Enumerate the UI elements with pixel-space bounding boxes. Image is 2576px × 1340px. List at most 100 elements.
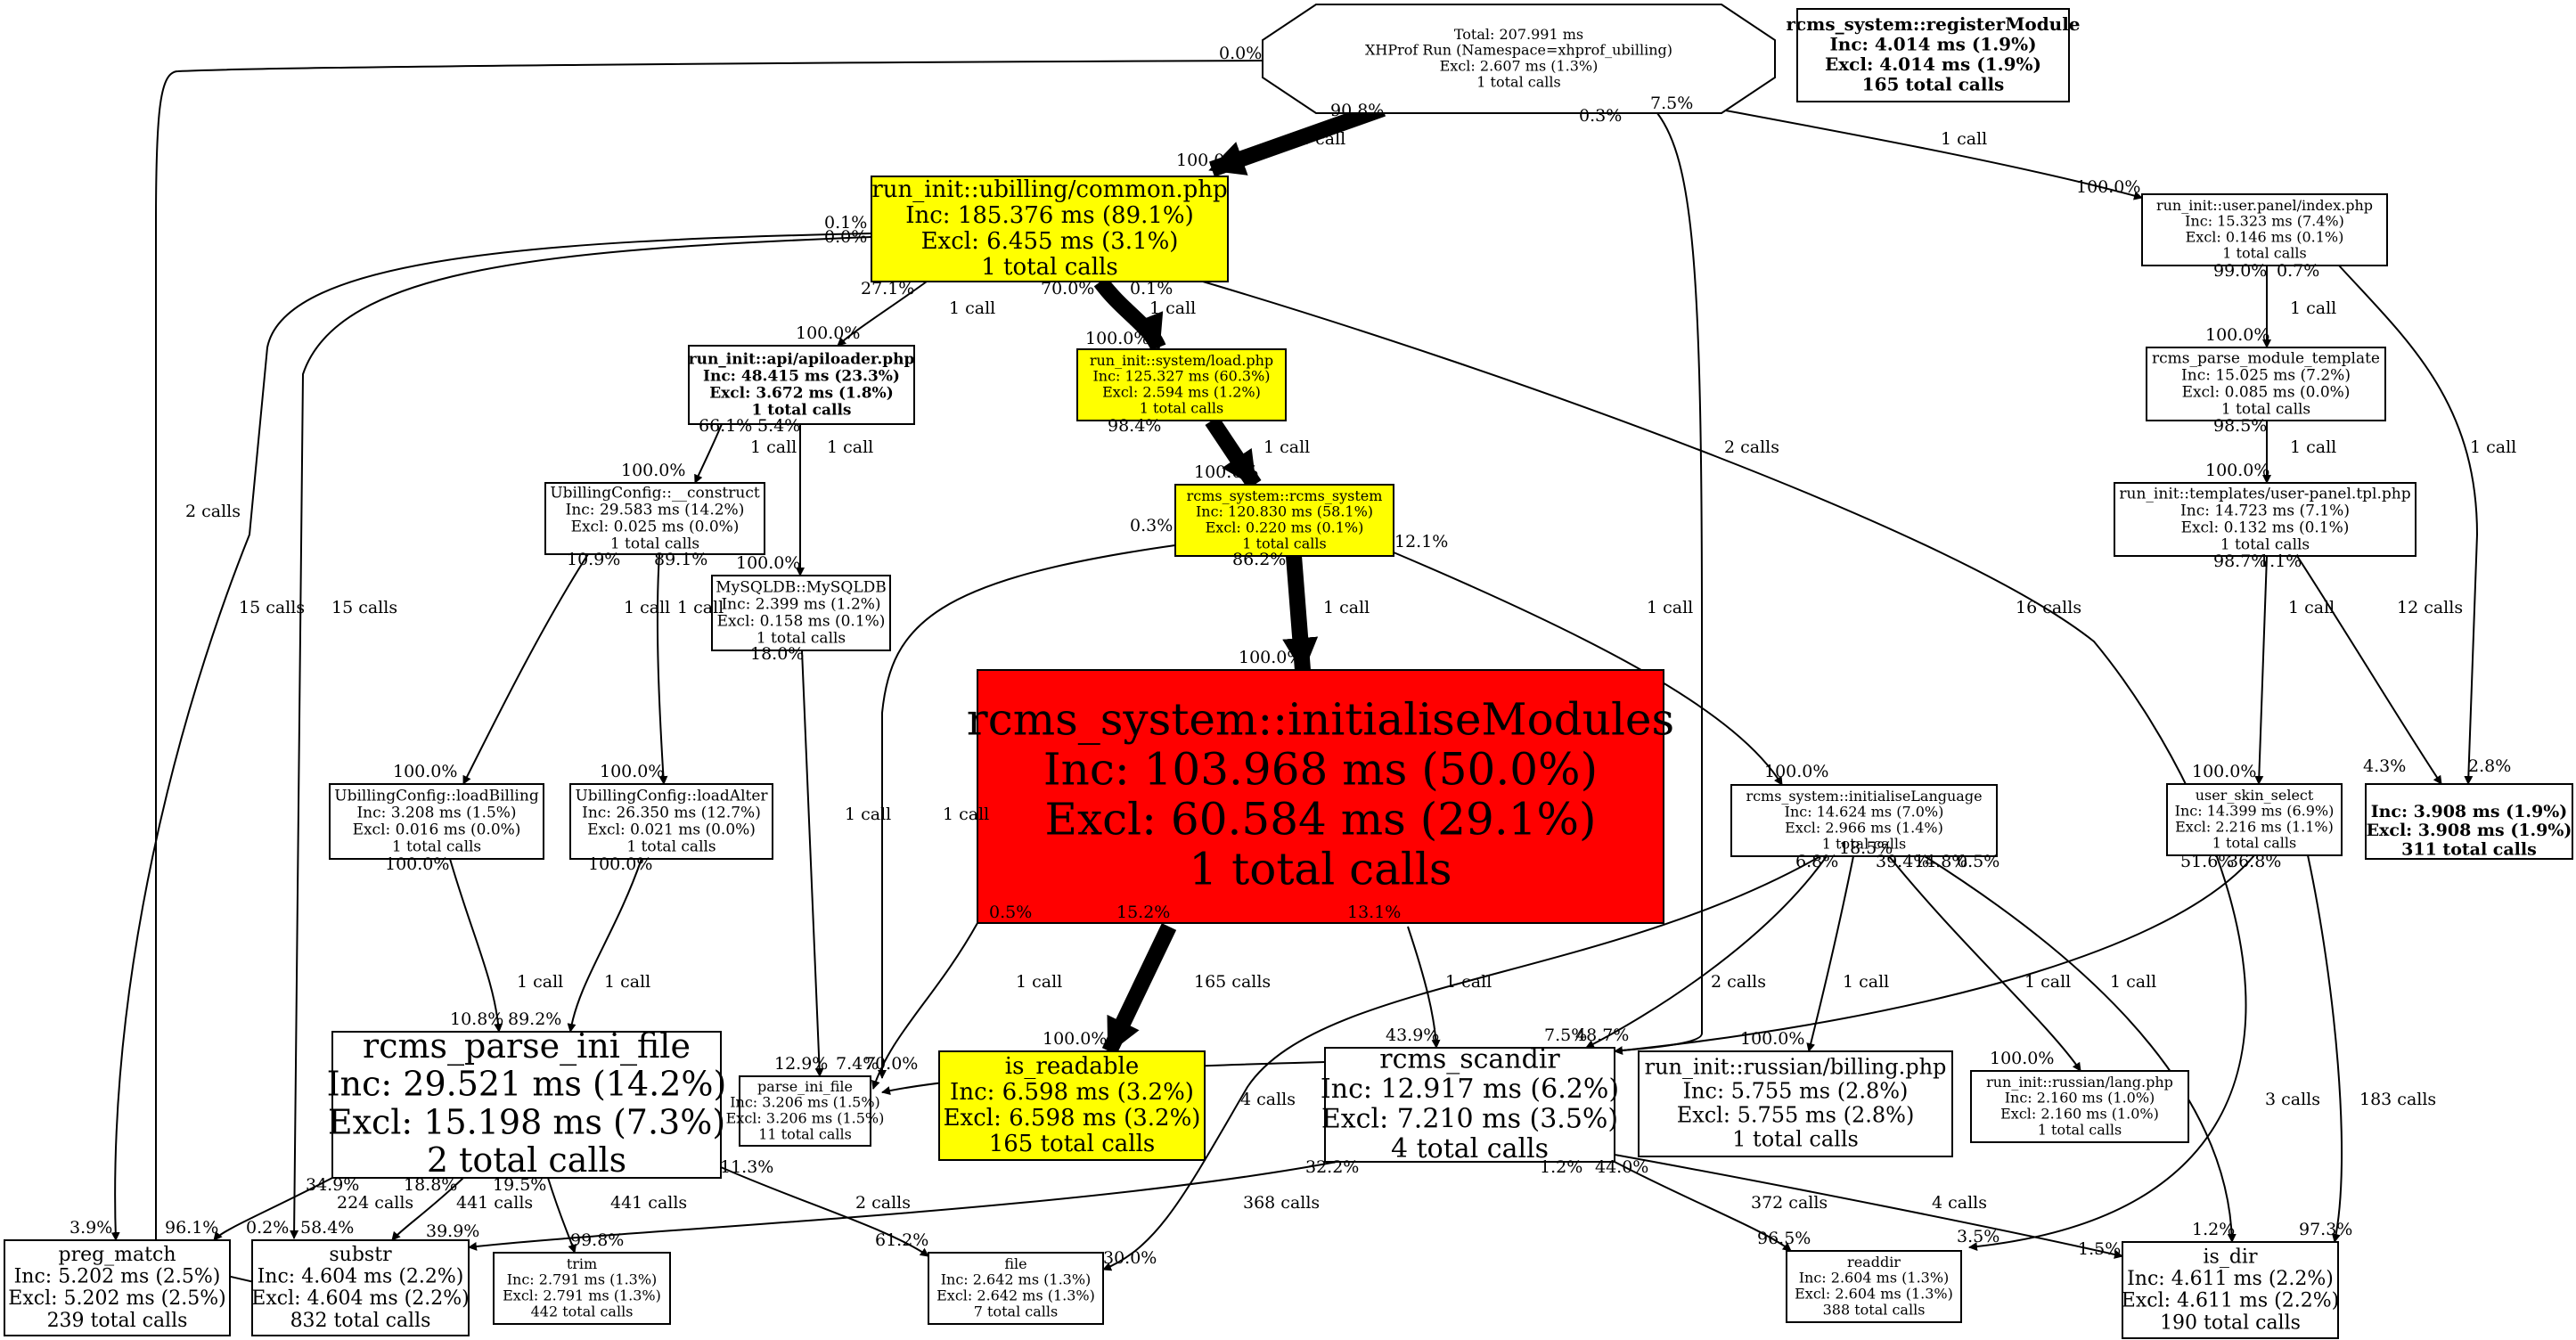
edge-to-pct: 100.0% <box>2205 461 2269 480</box>
node-stat: 165 total calls <box>989 1131 1156 1157</box>
edge-from-pct: 86.2% <box>1232 550 1286 569</box>
node-stat: 1 total calls <box>756 629 846 647</box>
edge-from-pct: 18.8% <box>404 1175 457 1195</box>
node-stat: 1 total calls <box>981 254 1117 281</box>
edge-calls-label: 372 calls <box>1751 1193 1828 1213</box>
node-box <box>1730 784 1998 857</box>
node-stat: Inc: 14.723 ms (7.1%) <box>2180 502 2350 519</box>
edge-from-pct: 100.0% <box>588 854 652 874</box>
edge-to-pct: 0.2% <box>246 1218 289 1238</box>
node-stat: 239 total calls <box>47 1310 188 1332</box>
edge-to-pct: 30.0% <box>1103 1248 1157 1268</box>
node-name: UbillingConfig::loadBilling <box>334 787 539 805</box>
node-stat: Inc: 2.160 ms (1.0%) <box>2005 1090 2155 1107</box>
node-name: preg_match <box>58 1244 176 1266</box>
edge-from-pct: 7.5% <box>1650 94 1693 113</box>
node-tpl[interactable]: run_init::templates/user-panel.tpl.phpIn… <box>2114 482 2417 557</box>
node-box <box>2122 1241 2339 1339</box>
node-stat: Inc: 48.415 ms (23.3%) <box>703 367 900 385</box>
node-stat: Excl: 2.642 ms (1.3%) <box>936 1287 1095 1304</box>
edge-to-pct: 100.0% <box>1043 1029 1107 1049</box>
node-stat: Excl: 15.198 ms (7.3%) <box>328 1102 725 1141</box>
edge-from-pct: 89.1% <box>654 550 707 569</box>
edge-common-to-readdir <box>1202 281 2247 1252</box>
node-blank[interactable]: Inc: 3.908 ms (1.9%)Excl: 3.908 ms (1.9%… <box>2365 783 2573 860</box>
node-stat: Excl: 0.016 ms (0.0%) <box>353 821 521 838</box>
edge-to-pct: 100.0% <box>736 553 800 573</box>
edge-from-pct: 10.9% <box>567 550 620 569</box>
node-name: rcms_parse_module_template <box>2152 349 2380 367</box>
node-name: run_init::user.panel/index.php <box>2156 197 2373 214</box>
node-stat: Inc: 5.202 ms (2.5%) <box>14 1266 221 1288</box>
node-box <box>4 1239 231 1336</box>
node-stat: Inc: 2.604 ms (1.3%) <box>1799 1270 1950 1287</box>
edge-calls-label: 1 call <box>827 437 873 457</box>
edge-from-pct: 18.5% <box>1839 838 1893 858</box>
node-box <box>871 176 1229 282</box>
edge-from-pct: 36.8% <box>2228 852 2281 871</box>
edge-from-pct: 100.0% <box>385 854 449 874</box>
node-stat: 1 total calls <box>1476 74 1560 91</box>
edge-to-pct: 1.2% <box>2192 1220 2235 1239</box>
node-stat: 442 total calls <box>531 1303 634 1320</box>
node-name: rcms_scandir <box>1379 1043 1560 1074</box>
node-stat: Excl: 0.085 ms (0.0%) <box>2182 383 2351 401</box>
edge-to-pct: 1.5% <box>2078 1239 2121 1259</box>
node-stat: Excl: 3.206 ms (1.5%) <box>726 1110 885 1127</box>
edge-calls-label: 441 calls <box>610 1193 687 1213</box>
edge-calls-label: 441 calls <box>456 1193 533 1213</box>
node-name: file <box>1004 1255 1026 1272</box>
node-box <box>977 669 1664 924</box>
node-stat: 832 total calls <box>290 1310 431 1332</box>
node-name: rcms_system::initialiseModules <box>967 694 1674 746</box>
node-box <box>1786 1250 1962 1323</box>
edge-userpanel-to-blank <box>2338 265 2479 785</box>
edge-calls-label: 1 call <box>604 972 650 992</box>
node-stat: Inc: 4.611 ms (2.2%) <box>2127 1268 2334 1290</box>
node-stat: Inc: 2.791 ms (1.3%) <box>507 1271 658 1288</box>
edge-to-pct: 10.8% <box>450 1009 503 1029</box>
node-box <box>928 1252 1104 1325</box>
node-box <box>1174 484 1394 557</box>
node-name: UbillingConfig::loadAlter <box>575 787 768 805</box>
node-stat: 388 total calls <box>1823 1302 1926 1319</box>
edge-root-to-userpanel <box>1658 97 2143 200</box>
edge-from-pct: 13.1% <box>1347 903 1401 922</box>
node-stat: Excl: 0.025 ms (0.0%) <box>571 518 740 535</box>
edge-calls-label: 1 call <box>845 805 891 824</box>
edge-calls-label: 15 calls <box>331 598 397 617</box>
edge-skin-to-scandir <box>1614 854 2255 1056</box>
edge-from-pct: 70.0% <box>1041 279 1094 298</box>
edge-to-pct: 2.8% <box>2468 756 2511 776</box>
edge-calls-label: 1 call <box>1445 972 1492 992</box>
edge-calls-label: 1 call <box>2024 972 2071 992</box>
